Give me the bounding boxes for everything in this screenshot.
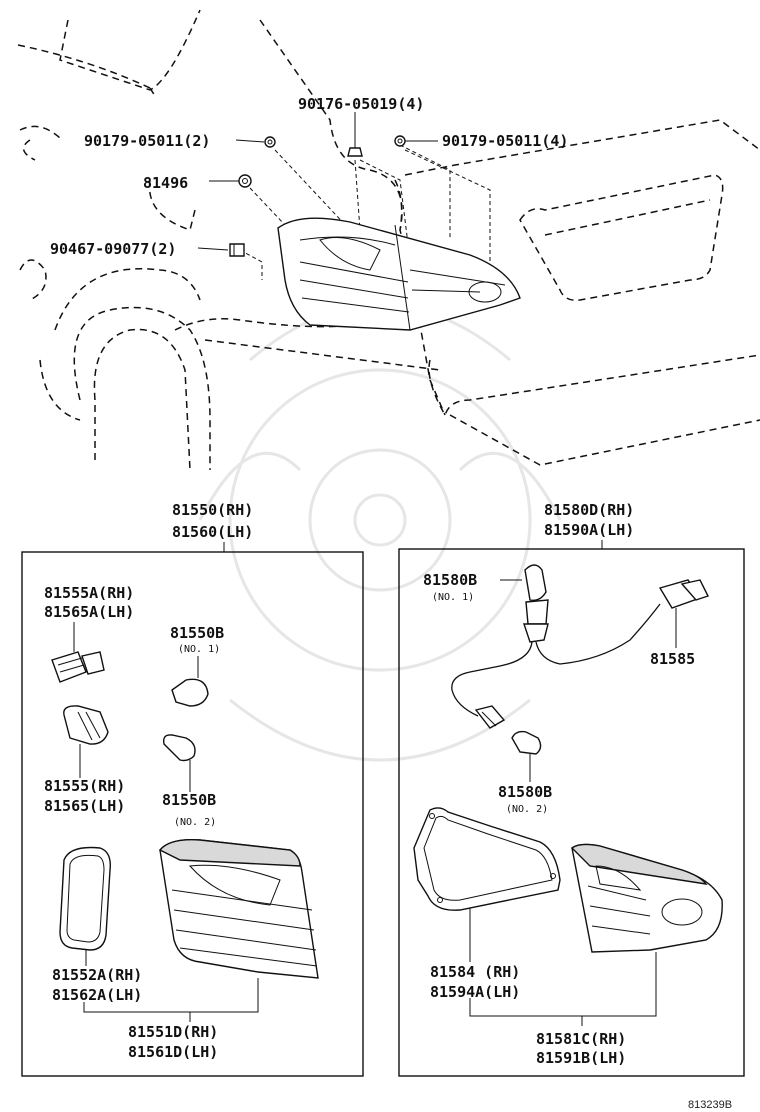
part-number-label: 90179-05011(4): [442, 132, 568, 150]
nut-icon: [264, 136, 276, 148]
assembly-header-label: 81560(LH): [172, 523, 253, 541]
part-number-label: 81584 (RH): [430, 963, 520, 981]
part-number-label: 81594A(LH): [430, 983, 520, 1001]
part-number-label: 81585: [650, 650, 695, 668]
vehicle-rear-outline: [17, 9, 760, 471]
wedge-bulb-icon: [162, 734, 196, 762]
nut-icon: [394, 135, 406, 147]
part-number-label: 81552A(RH): [52, 966, 142, 984]
part-number-label: 81551D(RH): [128, 1023, 218, 1041]
right-assembly-box: [398, 548, 745, 1077]
bulb-socket-icon: [51, 651, 105, 683]
part-number-label: 81555(RH): [44, 777, 125, 795]
hardware-leaders: [239, 144, 491, 280]
watermark-emblem: [198, 303, 562, 762]
bulb-note: (NO. 2): [174, 817, 216, 828]
part-number-label: 90176-05019(4): [298, 95, 424, 113]
part-number-label: 81550B: [170, 624, 224, 642]
wedge-bulb-icon: [511, 730, 542, 755]
part-number-label: 81555A(RH): [44, 584, 134, 602]
wedge-bulb-icon: [171, 678, 209, 707]
part-number-label: 81591B(LH): [536, 1049, 626, 1067]
left-assembly-box: [21, 551, 364, 1077]
part-number-label: 90179-05011(2): [84, 132, 210, 150]
part-number-label: 81580B: [423, 571, 477, 589]
inner-lamp-lens-icon: [570, 843, 723, 953]
clip-icon: [229, 243, 245, 257]
diagram-code: 813239B: [688, 1099, 732, 1111]
wedge-bulb-icon: [524, 564, 547, 602]
wire-harness-icon: [451, 579, 709, 729]
part-number-label: 81496: [143, 174, 188, 192]
assembly-header-label: 81580D(RH): [544, 501, 634, 519]
assembly-header-label: 81550(RH): [172, 501, 253, 519]
bulb-note: (NO. 1): [178, 644, 220, 655]
lamp-gasket-icon: [413, 807, 561, 911]
assembly-header-label: 81590A(LH): [544, 521, 634, 539]
part-number-label: 81565A(LH): [44, 603, 134, 621]
part-number-label: 90467-09077(2): [50, 240, 176, 258]
part-number-label: 81561D(LH): [128, 1043, 218, 1061]
outer-lamp-lens-icon: [158, 839, 319, 979]
part-number-label: 81565(LH): [44, 797, 125, 815]
lamp-gasket-icon: [59, 846, 111, 951]
screw-icon: [347, 122, 363, 157]
bulb-note: (NO. 2): [506, 804, 548, 815]
part-number-label: 81580B: [498, 783, 552, 801]
part-number-label: 81581C(RH): [536, 1030, 626, 1048]
part-number-label: 81562A(LH): [52, 986, 142, 1004]
part-number-label: 81550B: [162, 791, 216, 809]
bulb-socket-icon: [63, 705, 109, 745]
rear-lamp-assembly-icon: [277, 217, 521, 331]
bulb-note: (NO. 1): [432, 592, 474, 603]
gasket-ring-icon: [238, 174, 252, 188]
top-callouts: [197, 112, 438, 251]
